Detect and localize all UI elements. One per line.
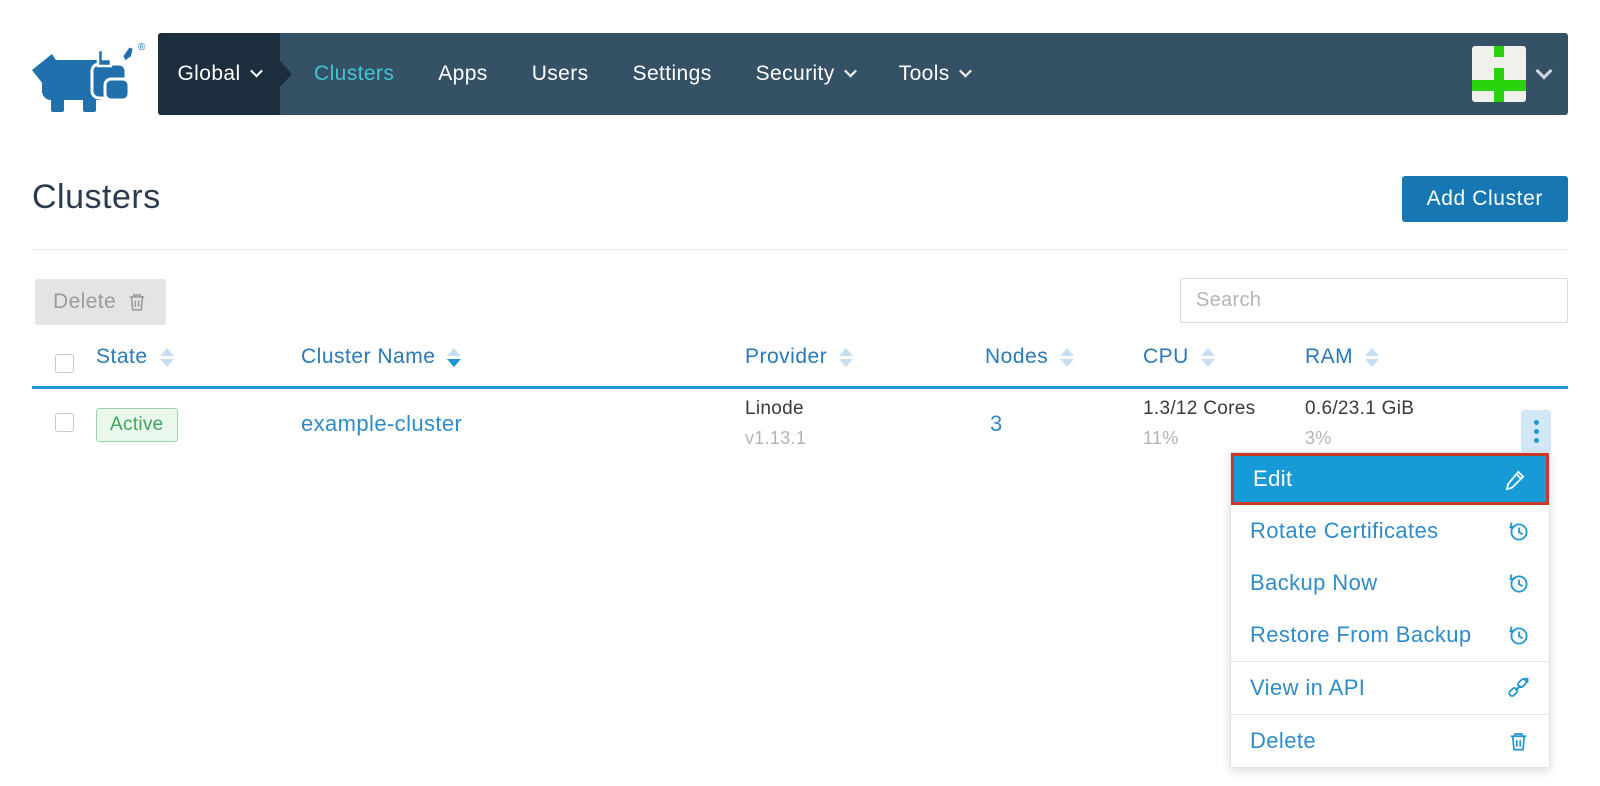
- column-label: State: [96, 345, 148, 368]
- chevron-down-icon: [843, 64, 857, 78]
- user-menu-chevron-down-icon[interactable]: [1535, 62, 1553, 80]
- row-actions-kebab-button[interactable]: [1521, 410, 1551, 453]
- sort-icon: [1060, 347, 1075, 367]
- menu-divider: [1231, 714, 1549, 715]
- select-all-checkbox[interactable]: [55, 354, 74, 373]
- provider-cell: Linode v1.13.1: [745, 398, 806, 449]
- global-env-dropdown[interactable]: Global: [158, 33, 292, 115]
- nav-tab-clusters[interactable]: Clusters: [314, 62, 395, 85]
- global-env-label: Global: [177, 62, 241, 85]
- table-header-underline: [32, 386, 1568, 389]
- header-divider: [32, 249, 1568, 250]
- api-link-icon: [1506, 676, 1530, 700]
- nav-tab-tools[interactable]: Tools: [898, 62, 972, 86]
- status-badge: Active: [96, 408, 178, 442]
- user-avatar[interactable]: [1472, 46, 1526, 102]
- registered-mark: ®: [138, 42, 146, 53]
- nav-tab-apps[interactable]: Apps: [438, 62, 488, 85]
- rancher-cow-icon: ®: [32, 42, 146, 112]
- column-header-cpu[interactable]: CPU: [1143, 345, 1215, 369]
- search-input[interactable]: [1180, 278, 1568, 323]
- menu-item-label: Backup Now: [1250, 570, 1378, 595]
- rancher-logo[interactable]: ®: [28, 36, 148, 116]
- cluster-name-link[interactable]: example-cluster: [301, 411, 463, 436]
- sort-icon: [159, 347, 174, 367]
- menu-item-label: View in API: [1250, 675, 1366, 700]
- sort-icon-active: [447, 347, 462, 367]
- cpu-percent: 11%: [1143, 428, 1179, 448]
- cpu-cell: 1.3/12 Cores 11%: [1143, 398, 1255, 449]
- ram-cell: 0.6/23.1 GiB 3%: [1305, 398, 1414, 449]
- ram-usage: 0.6/23.1 GiB: [1305, 398, 1415, 419]
- nav-items: Clusters Apps Users Settings Security To…: [280, 33, 1014, 115]
- add-cluster-button[interactable]: Add Cluster: [1401, 176, 1568, 222]
- column-header-provider[interactable]: Provider: [745, 345, 854, 369]
- history-icon: [1506, 623, 1530, 647]
- menu-divider: [1231, 661, 1549, 662]
- row-checkbox[interactable]: [55, 413, 74, 432]
- top-navbar: Global Clusters Apps Users Settings Secu…: [158, 33, 1568, 115]
- nav-tab-users[interactable]: Users: [531, 62, 589, 85]
- history-icon: [1506, 519, 1530, 543]
- column-label: Cluster Name: [301, 345, 436, 368]
- table-row: Active example-cluster Linode v1.13.1 3 …: [0, 392, 1600, 462]
- history-icon: [1506, 571, 1530, 595]
- column-label: CPU: [1143, 345, 1189, 368]
- bulk-delete-label: Delete: [53, 290, 117, 313]
- sort-icon: [1200, 347, 1215, 367]
- menu-item-view-in-api[interactable]: View in API: [1231, 662, 1549, 714]
- ram-percent: 3%: [1305, 428, 1332, 448]
- column-header-cluster-name[interactable]: Cluster Name: [301, 345, 462, 369]
- table-header-row: State Cluster Name Provider Nodes CPU RA…: [0, 345, 1600, 386]
- row-actions-menu: Edit Rotate Certificates Backup Now: [1230, 452, 1550, 768]
- menu-item-label: Edit: [1253, 466, 1293, 491]
- column-label: Nodes: [985, 345, 1049, 368]
- chevron-down-icon: [249, 64, 263, 78]
- chevron-down-icon: [958, 64, 972, 78]
- navbar-right: [1472, 33, 1568, 115]
- column-header-state[interactable]: State: [96, 345, 174, 369]
- page-title: Clusters: [32, 178, 161, 216]
- pencil-icon: [1504, 468, 1527, 491]
- nav-tab-security[interactable]: Security: [755, 62, 857, 86]
- nav-tab-settings[interactable]: Settings: [632, 62, 712, 85]
- menu-item-rotate-certificates[interactable]: Rotate Certificates: [1231, 505, 1549, 557]
- breadcrumb-arrow: [280, 61, 292, 87]
- nav-tab-security-label: Security: [755, 62, 835, 85]
- nav-tab-tools-label: Tools: [898, 62, 950, 85]
- menu-item-label: Restore From Backup: [1250, 622, 1472, 647]
- menu-item-edit[interactable]: Edit: [1231, 453, 1549, 505]
- cpu-usage: 1.3/12 Cores: [1143, 398, 1256, 419]
- trash-icon: [1507, 730, 1530, 753]
- nodes-count-link[interactable]: 3: [990, 411, 1003, 436]
- trash-icon: [126, 291, 148, 313]
- menu-item-restore-from-backup[interactable]: Restore From Backup: [1231, 609, 1549, 661]
- sort-icon: [839, 347, 854, 367]
- column-header-ram[interactable]: RAM: [1305, 345, 1380, 369]
- column-header-nodes[interactable]: Nodes: [985, 345, 1075, 369]
- provider-version: v1.13.1: [745, 428, 807, 448]
- sort-icon: [1365, 347, 1380, 367]
- bulk-delete-button[interactable]: Delete: [35, 279, 167, 325]
- menu-item-backup-now[interactable]: Backup Now: [1231, 557, 1549, 609]
- column-label: Provider: [745, 345, 828, 368]
- menu-item-label: Delete: [1250, 728, 1316, 753]
- provider-name: Linode: [745, 398, 804, 419]
- column-label: RAM: [1305, 345, 1354, 368]
- menu-item-label: Rotate Certificates: [1250, 518, 1439, 543]
- menu-item-delete[interactable]: Delete: [1231, 715, 1549, 767]
